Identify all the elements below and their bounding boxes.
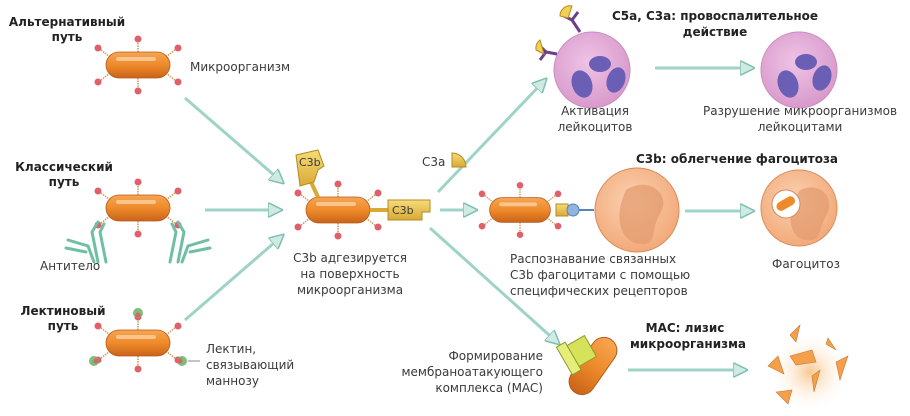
arrow-alternative (184, 96, 282, 182)
c5a-fragment-icon (559, 5, 573, 19)
c3b-fragment-right-icon (370, 199, 431, 221)
flow-arrows (184, 68, 752, 370)
c3a-fragment-icon (451, 152, 467, 168)
antibody-label: Антитело (40, 259, 101, 273)
lectin-pathway-title: Лектиновый путь (20, 304, 106, 333)
phagocytosis-label: Фагоцитоз (772, 257, 841, 271)
mac-formation-label: Формирование мембраноатакующего комплекс… (401, 349, 543, 395)
bacterium-opsonized (477, 181, 563, 239)
bacterium-lectin (89, 308, 187, 374)
c3b-tag-right: C3b (392, 204, 414, 217)
leukocyte-destroying (760, 31, 838, 109)
c3b-bound-icon (555, 203, 569, 217)
mac-lysis-heading: MAC: лизис микроорганизма (630, 321, 746, 351)
leukocyte-activated (553, 31, 631, 109)
antibody-left-icon (64, 220, 108, 264)
mac-complex (555, 334, 618, 396)
alternative-pathway-title: Альтернативный путь (8, 15, 126, 44)
lysed-microorganism (767, 324, 850, 412)
arrow-lectin (184, 236, 282, 322)
c3b-phagocytosis-heading: C3b: облегчение фагоцитоза (636, 152, 839, 166)
c3b-receptor-icon (566, 203, 580, 217)
arrow-to-leukocyte (436, 80, 545, 194)
phagocyte-engulfing (760, 169, 838, 247)
classical-pathway-title: Классический путь (15, 160, 113, 189)
c3b-tag-top: C3b (299, 156, 321, 169)
recognition-label: Распознавание связанных C3b фагоцитами с… (510, 252, 691, 298)
microorganism-label: Микроорганизм (190, 60, 291, 74)
bacterium-c3b-bound (293, 179, 383, 241)
c3b-adheres-label: C3b адгезируется на поверхность микроорг… (293, 251, 407, 297)
leukocyte-activation-label: Активация лейкоцитов (557, 104, 633, 134)
c5a-c3a-heading: C5a, C3a: провоспалительное действие (611, 9, 819, 39)
c3a-bound-icon (535, 39, 545, 55)
leukocyte-destruction-label: Разрушение микроорганизмов лейкоцитами (702, 104, 898, 134)
antibody-right-icon (168, 220, 212, 264)
arrow-to-mac (428, 226, 558, 343)
phagocyte (594, 167, 680, 253)
mannose-lectin-label: Лектин, связывающий маннозу (206, 342, 295, 388)
c3a-label: C3a (422, 155, 446, 169)
c3b-fragment-top-icon (295, 149, 325, 198)
